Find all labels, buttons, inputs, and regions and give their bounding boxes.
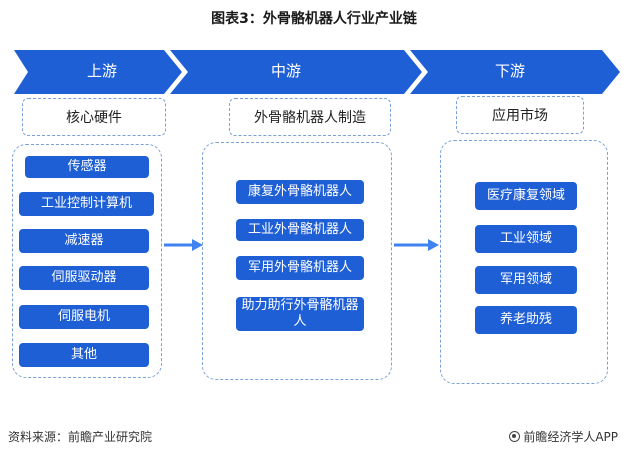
brand-credit: 前瞻经济学人APP <box>509 428 618 445</box>
upstream-item: 伺服驱动器 <box>19 266 149 290</box>
upstream-group <box>12 144 162 378</box>
stage-arrow-midstream <box>170 50 422 94</box>
upstream-item: 其他 <box>19 343 149 367</box>
stage-label-midstream: 中游 <box>270 62 301 80</box>
downstream-header: 应用市场 <box>456 96 584 134</box>
upstream-header: 核心硬件 <box>22 98 166 136</box>
downstream-item: 养老助残 <box>475 306 577 334</box>
upstream-item: 传感器 <box>25 156 149 178</box>
source-note: 资料来源：前瞻产业研究院 <box>8 430 153 444</box>
midstream-item: 康复外骨骼机器人 <box>236 180 364 204</box>
stage-banner <box>14 50 620 94</box>
stage-label-downstream: 下游 <box>494 62 525 80</box>
arrow-mid-to-down <box>394 239 439 251</box>
brand-logo-icon <box>509 431 521 442</box>
midstream-item: 军用外骨骼机器人 <box>236 256 364 280</box>
chart-title: 图表3：外骨骼机器人行业产业链 <box>211 11 417 27</box>
upstream-item: 伺服电机 <box>19 305 149 329</box>
midstream-header: 外骨骼机器人制造 <box>229 98 391 136</box>
midstream-item: 助力助行外骨骼机器人 <box>236 297 364 331</box>
midstream-item: 工业外骨骼机器人 <box>236 219 364 241</box>
upstream-item: 工业控制计算机 <box>19 192 154 216</box>
stage-arrow-upstream <box>14 50 182 94</box>
downstream-item: 工业领域 <box>475 225 577 253</box>
stage-arrow-downstream <box>410 50 620 94</box>
arrow-up-to-mid <box>164 239 203 251</box>
upstream-item: 减速器 <box>19 229 149 253</box>
downstream-item: 军用领域 <box>475 266 577 294</box>
downstream-group <box>440 140 608 384</box>
stage-label-upstream: 上游 <box>86 62 117 80</box>
brand-name: 前瞻经济学人APP <box>523 430 618 444</box>
downstream-item: 医疗康复领域 <box>475 182 577 210</box>
